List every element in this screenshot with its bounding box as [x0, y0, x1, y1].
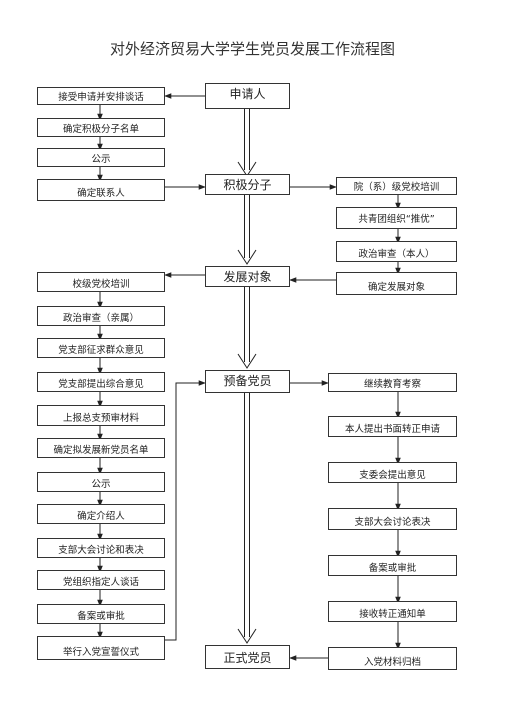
- right-top-step-1: 院（系）级党校培训: [336, 177, 457, 195]
- full-member-box: 正式党员: [205, 645, 290, 669]
- left-bottom-step-8: 确定介绍人: [37, 504, 165, 524]
- right-bottom-step-3: 支委会提出意见: [328, 462, 457, 483]
- left-top-step-2: 确定积极分子名单: [37, 118, 165, 137]
- applicant-box: 申请人: [205, 83, 290, 109]
- left-bottom-step-10: 党组织指定人谈话: [37, 570, 165, 590]
- left-bottom-step-1: 校级党校培训: [37, 272, 165, 292]
- left-bottom-step-2: 政治审查（亲属）: [37, 306, 165, 326]
- left-bottom-step-7: 公示: [37, 472, 165, 492]
- right-bottom-step-2: 本人提出书面转正申请: [328, 416, 457, 437]
- left-bottom-step-9: 支部大会讨论和表决: [37, 538, 165, 558]
- probationary-member-box: 预备党员: [205, 370, 290, 393]
- right-bottom-step-6: 接收转正通知单: [328, 601, 457, 622]
- right-top-step-3: 政治审查（本人）: [336, 241, 457, 262]
- right-bottom-step-1: 继续教育考察: [328, 373, 457, 392]
- right-top-step-2: 共青团组织“推优”: [336, 207, 457, 229]
- left-top-step-4: 确定联系人: [37, 179, 165, 201]
- left-bottom-step-3: 党支部征求群众意见: [37, 338, 165, 358]
- left-top-step-3: 公示: [37, 148, 165, 167]
- left-bottom-step-11: 备案或审批: [37, 604, 165, 624]
- development-target-box: 发展对象: [205, 266, 290, 287]
- right-bottom-step-5: 备案或审批: [328, 555, 457, 576]
- left-bottom-step-6: 确定拟发展新党员名单: [37, 438, 165, 458]
- left-bottom-step-4: 党支部提出综合意见: [37, 372, 165, 392]
- left-bottom-step-5: 上报总支预审材料: [37, 405, 165, 426]
- right-top-step-4: 确定发展对象: [336, 272, 457, 295]
- right-bottom-step-7: 入党材料归档: [328, 647, 457, 670]
- page-title: 对外经济贸易大学学生党员发展工作流程图: [109, 40, 395, 58]
- left-bottom-step-12: 举行入党宣誓仪式: [37, 636, 165, 660]
- right-bottom-step-4: 支部大会讨论表决: [328, 508, 457, 530]
- activist-box: 积极分子: [205, 174, 290, 195]
- left-top-step-1: 接受申请并安排谈话: [37, 87, 165, 105]
